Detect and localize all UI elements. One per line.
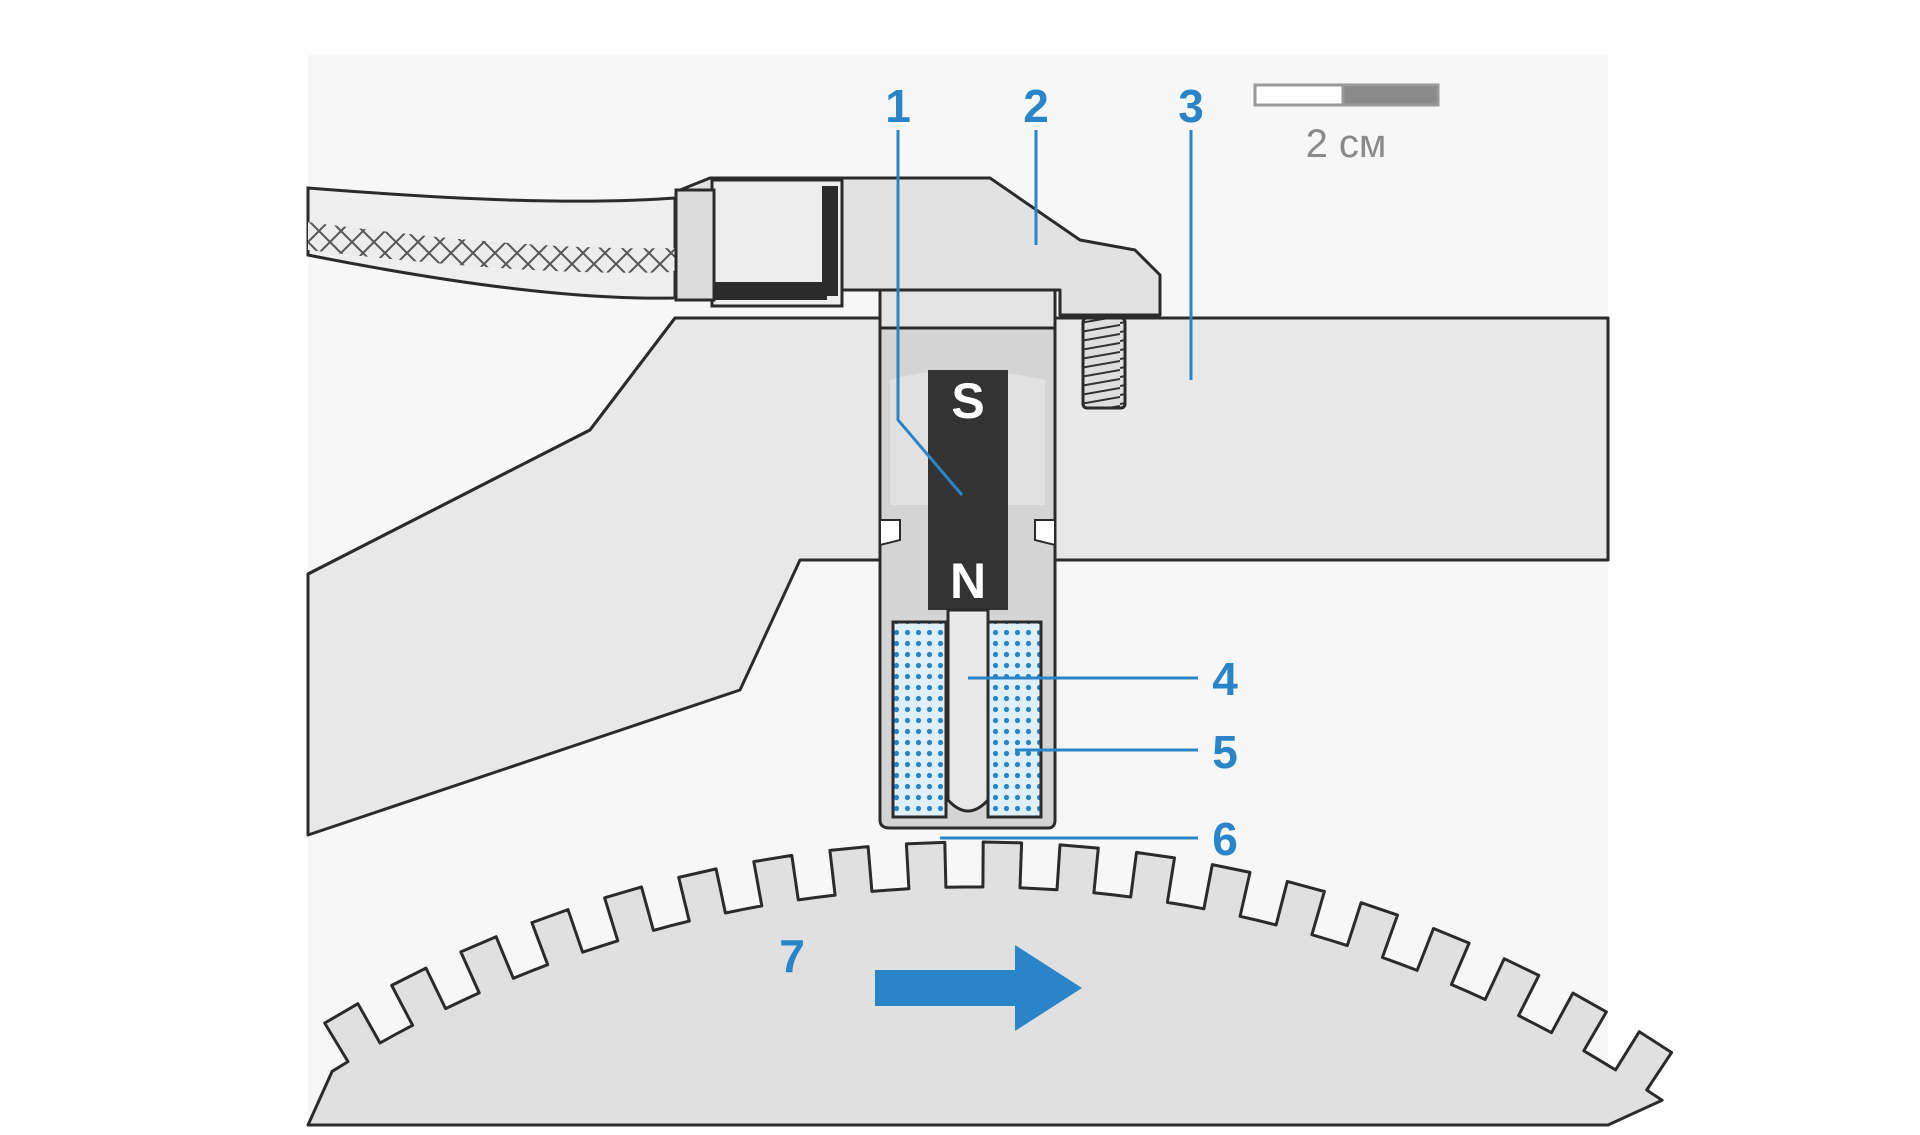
- housing-notch-right: [1034, 519, 1056, 547]
- scale-bar: 2 см: [1253, 83, 1440, 166]
- leader-line-1: [896, 130, 964, 496]
- scale-bar-light-segment: [1253, 83, 1345, 107]
- coil-winding-right: [986, 620, 1043, 819]
- callout-4: 4: [1212, 653, 1238, 705]
- connector-latch: [715, 282, 827, 300]
- callout-3: 3: [1178, 80, 1204, 132]
- right-arrow-icon: [875, 945, 1082, 1031]
- callout-6: 6: [1212, 813, 1238, 865]
- callout-2: 2: [1023, 80, 1049, 132]
- connector-slot: [822, 186, 838, 296]
- leader-lines: [896, 130, 1198, 840]
- callout-5: 5: [1212, 726, 1238, 778]
- magnet-south-label: S: [951, 373, 984, 429]
- callout-1: 1: [885, 80, 911, 132]
- cable-grommet: [674, 188, 716, 302]
- scale-bar-label: 2 см: [1306, 122, 1387, 166]
- permanent-magnet: [928, 370, 1008, 610]
- housing-notch-left: [879, 519, 901, 547]
- cable-braid: [308, 222, 675, 273]
- callout-7: 7: [779, 930, 805, 982]
- mounting-bolt: [1081, 316, 1127, 410]
- coil-winding-left: [891, 620, 948, 819]
- magnet-north-label: N: [950, 553, 986, 609]
- sensor-flange: [878, 288, 1057, 330]
- body-edge: [307, 317, 677, 576]
- scale-bar-dark-segment: [1341, 83, 1440, 107]
- soft-iron-core: [946, 608, 990, 813]
